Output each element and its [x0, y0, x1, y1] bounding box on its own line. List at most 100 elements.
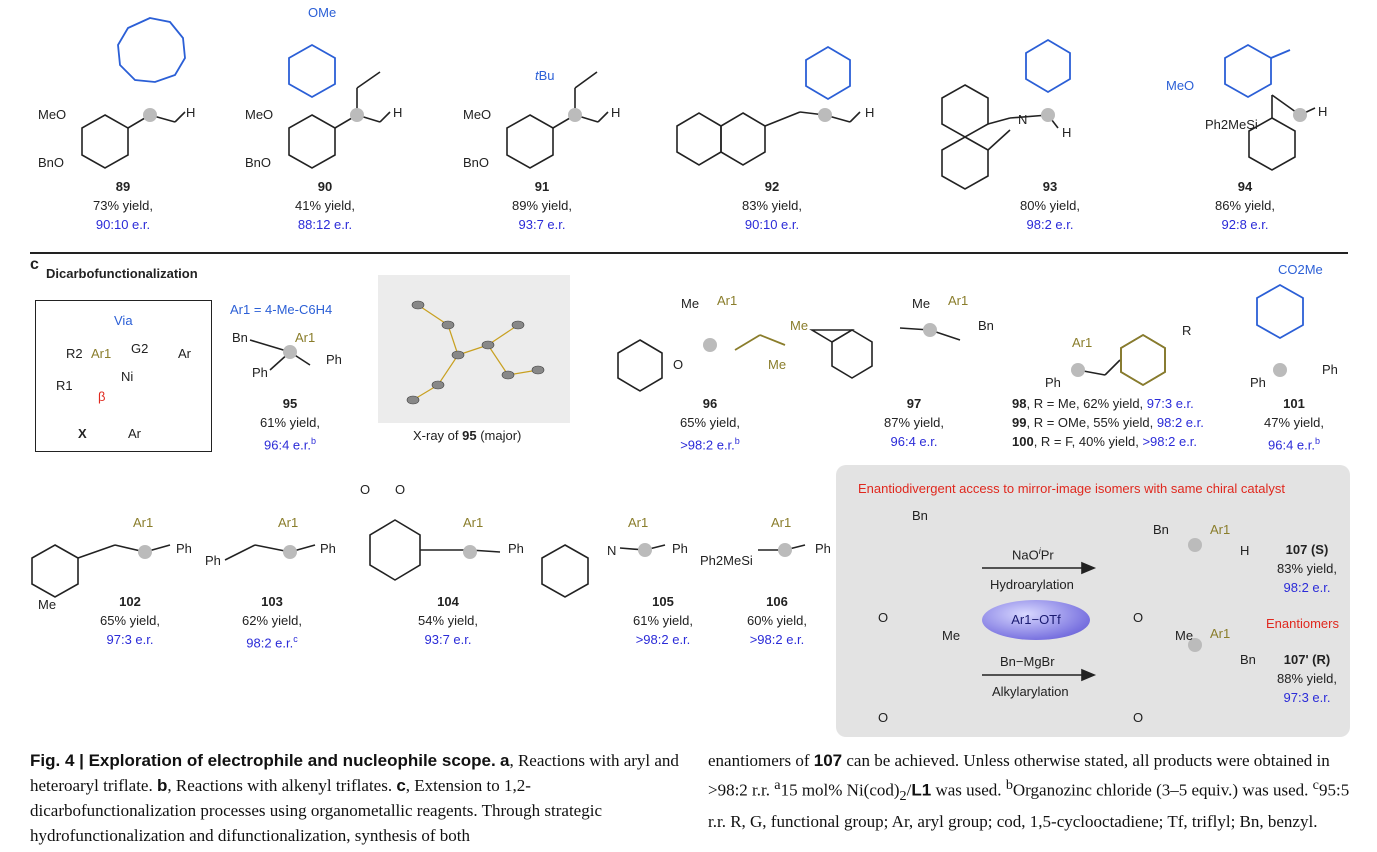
compound-102: 102 65% yield, 97:3 e.r. [80, 592, 180, 649]
label-co2me-101: CO2Me [1278, 262, 1323, 277]
compound-yield: 65% yield, [680, 415, 740, 430]
via-label: Via [114, 313, 133, 328]
compound-106: 106 60% yield, >98:2 e.r. [727, 592, 827, 649]
series-er: 98:2 e.r. [1156, 415, 1204, 430]
enantiomers-label: Enantiomers [1266, 616, 1339, 631]
label-me-97: Me [912, 296, 931, 311]
label-ar1-95: Ar1 [295, 330, 316, 345]
product-107R: 107' (R) 88% yield, 97:3 e.r. [1262, 650, 1352, 707]
compound-yield: 87% yield, [884, 415, 944, 430]
caption-r-t6: 95:5 r.r. R, G, functional group; Ar, ar… [708, 780, 1350, 832]
xray-ellipsoids [406, 300, 545, 405]
reagent-1: NaOiPr [1012, 546, 1054, 562]
label-r1: R1 [56, 378, 73, 393]
label-h-89: H [186, 105, 196, 120]
label-ph2-103: Ph [320, 541, 336, 556]
label-ni: Ni [121, 369, 134, 384]
compound-94: 94 86% yield, 92:8 e.r. [1195, 177, 1295, 234]
series-number: 99 [1012, 415, 1027, 430]
label-me-102: Me [38, 597, 57, 612]
label-n-105: N [607, 543, 617, 558]
label-meo-94: MeO [1166, 78, 1195, 93]
compound-95: 95 61% yield, 96:4 e.r.b [240, 394, 340, 454]
label-ar1-p2: Ar1 [1210, 626, 1231, 641]
figure-caption-right: enantiomers of 107 can be achieved. Unle… [708, 748, 1358, 834]
series-number: 98 [1012, 396, 1027, 411]
label-o-sm2: O [878, 710, 889, 725]
series-row-98: 98, R = Me, 62% yield, 97:3 e.r. [1012, 394, 1204, 413]
label-bn-sm1: Bn [912, 508, 928, 523]
compound-er: 93:7 e.r. [424, 632, 472, 647]
compound-number: 89 [115, 179, 131, 194]
label-o-p2: O [1133, 710, 1144, 725]
compound-yield: 54% yield, [418, 613, 478, 628]
label-r2: R2 [66, 346, 83, 361]
compound-90: 90 41% yield, 88:12 e.r. [275, 177, 375, 234]
compound-number: 93 [1042, 179, 1058, 194]
series-row-99: 99, R = OMe, 55% yield, 98:2 e.r. [1012, 413, 1204, 432]
figure-title: Fig. 4 | Exploration of electrophile and… [30, 751, 496, 770]
label-ph2-95: Ph [326, 352, 342, 367]
label-ar1-98: Ar1 [1072, 335, 1093, 350]
label-n-93: N [1018, 112, 1028, 127]
label-bn-95: Bn [232, 330, 248, 345]
caption-b: b [156, 776, 168, 795]
compound-92: 92 83% yield, 90:10 e.r. [722, 177, 822, 234]
label-h-93: H [1062, 125, 1072, 140]
label-ar1-103: Ar1 [278, 515, 299, 530]
compound-yield: 61% yield, [260, 415, 320, 430]
enantio-title: Enantiodivergent access to mirror-image … [858, 481, 1285, 496]
section-divider [30, 252, 1348, 254]
label-o-104b: O [395, 482, 406, 497]
compound-er: 88:12 e.r. [297, 217, 353, 232]
compound-96: 96 65% yield, >98:2 e.r.b [660, 394, 760, 454]
compound-number: 106 [766, 594, 788, 609]
label-ar1-p1: Ar1 [1210, 522, 1231, 537]
xray-caption-post: (major) [476, 428, 522, 443]
compound-number: 91 [534, 179, 550, 194]
footnote-mark: b [1314, 436, 1320, 446]
label-bn-p1: Bn [1153, 522, 1169, 537]
label-ar1-105: Ar1 [628, 515, 649, 530]
caption-r-107: 107 [813, 751, 843, 770]
ar1-definition: Ar1 = 4-Me-C6H4 [230, 302, 333, 317]
compound-er: 98:2 e.r. [1026, 217, 1074, 232]
compound-number: 107 (S) [1285, 542, 1329, 557]
compound-97: 97 87% yield, 96:4 e.r. [864, 394, 964, 451]
caption-r-sub: 2 [899, 788, 907, 805]
reagent-2: Bn−MgBr [1000, 654, 1055, 669]
label-bno-91: BnO [463, 155, 490, 170]
compound-number: 92 [764, 179, 780, 194]
label-x: X [78, 426, 87, 441]
compound-er: 97:3 e.r. [106, 632, 154, 647]
label-me-sm2: Me [942, 628, 961, 643]
label-silane-94: Ph2MeSi [1205, 117, 1258, 132]
compound-yield: 83% yield, [742, 198, 802, 213]
label-ph-105: Ph [672, 541, 688, 556]
figure-caption-left: Fig. 4 | Exploration of electrophile and… [30, 748, 680, 848]
tbu-text: Bu [538, 68, 555, 83]
xray-caption-pre: X-ray of [413, 428, 463, 443]
label-h-92: H [865, 105, 875, 120]
series-er: 97:3 e.r. [1146, 396, 1194, 411]
label-ar1-102: Ar1 [133, 515, 154, 530]
label-silane-106: Ph2MeSi [700, 553, 753, 568]
caption-r-t5: Organozinc chloride (3–5 equiv.) was use… [1012, 780, 1313, 800]
caption-r-t1: enantiomers of [708, 751, 814, 770]
compound-yield: 88% yield, [1277, 671, 1337, 686]
condition-hydroarylation: Hydroarylation [990, 577, 1074, 592]
compound-number: 90 [317, 179, 333, 194]
label-h-94: H [1318, 104, 1328, 119]
enantiodivergent-panel [836, 465, 1350, 737]
product-107S: 107 (S) 83% yield, 98:2 e.r. [1262, 540, 1352, 597]
caption-r-sa: a [774, 777, 781, 793]
caption-r-t2: can be achieved. Unless otherwise stated… [708, 751, 1330, 800]
compound-103: 103 62% yield, 98:2 e.r.c [222, 592, 322, 652]
label-ph2-101: Ph [1322, 362, 1338, 377]
series-number: 100 [1012, 434, 1034, 449]
compound-er: 97:3 e.r. [1283, 690, 1331, 705]
panel-title: Dicarbofunctionalization [46, 266, 198, 281]
label-bno-89: BnO [38, 155, 65, 170]
label-beta: β [98, 389, 106, 404]
